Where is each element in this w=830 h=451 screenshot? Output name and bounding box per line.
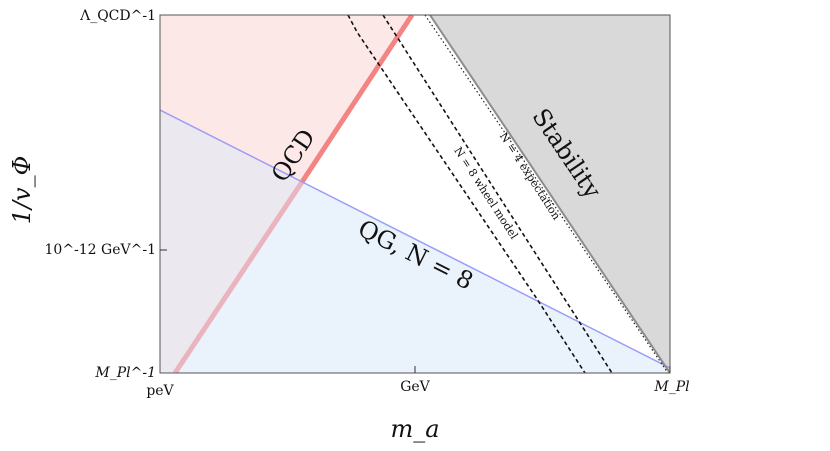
plot-area bbox=[160, 15, 670, 373]
qcd-qg-overlap-region bbox=[160, 110, 302, 373]
qg-boundary bbox=[160, 109, 670, 369]
qcd-boundary-lower bbox=[172, 180, 305, 373]
ticks bbox=[160, 249, 671, 373]
x-axis-label: m_a bbox=[390, 415, 439, 443]
x-tick-label-gev: GeV bbox=[400, 379, 430, 395]
y-tick-label-mpl-inverse: M_Pl^-1 bbox=[94, 365, 156, 381]
stability-boundary bbox=[429, 15, 670, 373]
x-tick-label-mpl: M_Pl bbox=[653, 379, 689, 395]
dotted-line bbox=[424, 15, 669, 373]
x-tick-label-pev: peV bbox=[146, 383, 174, 399]
n8-wheel-model-line bbox=[347, 15, 586, 373]
qcd-boundary-upper bbox=[299, 15, 415, 184]
y-tick-label-1e-12: 10^-12 GeV^-1 bbox=[45, 242, 157, 258]
y-axis-label: 1/v_Φ bbox=[8, 156, 36, 225]
y-tick-label-lambda-qcd: Λ_QCD^-1 bbox=[79, 8, 156, 24]
n4-expectation-line bbox=[382, 15, 613, 373]
